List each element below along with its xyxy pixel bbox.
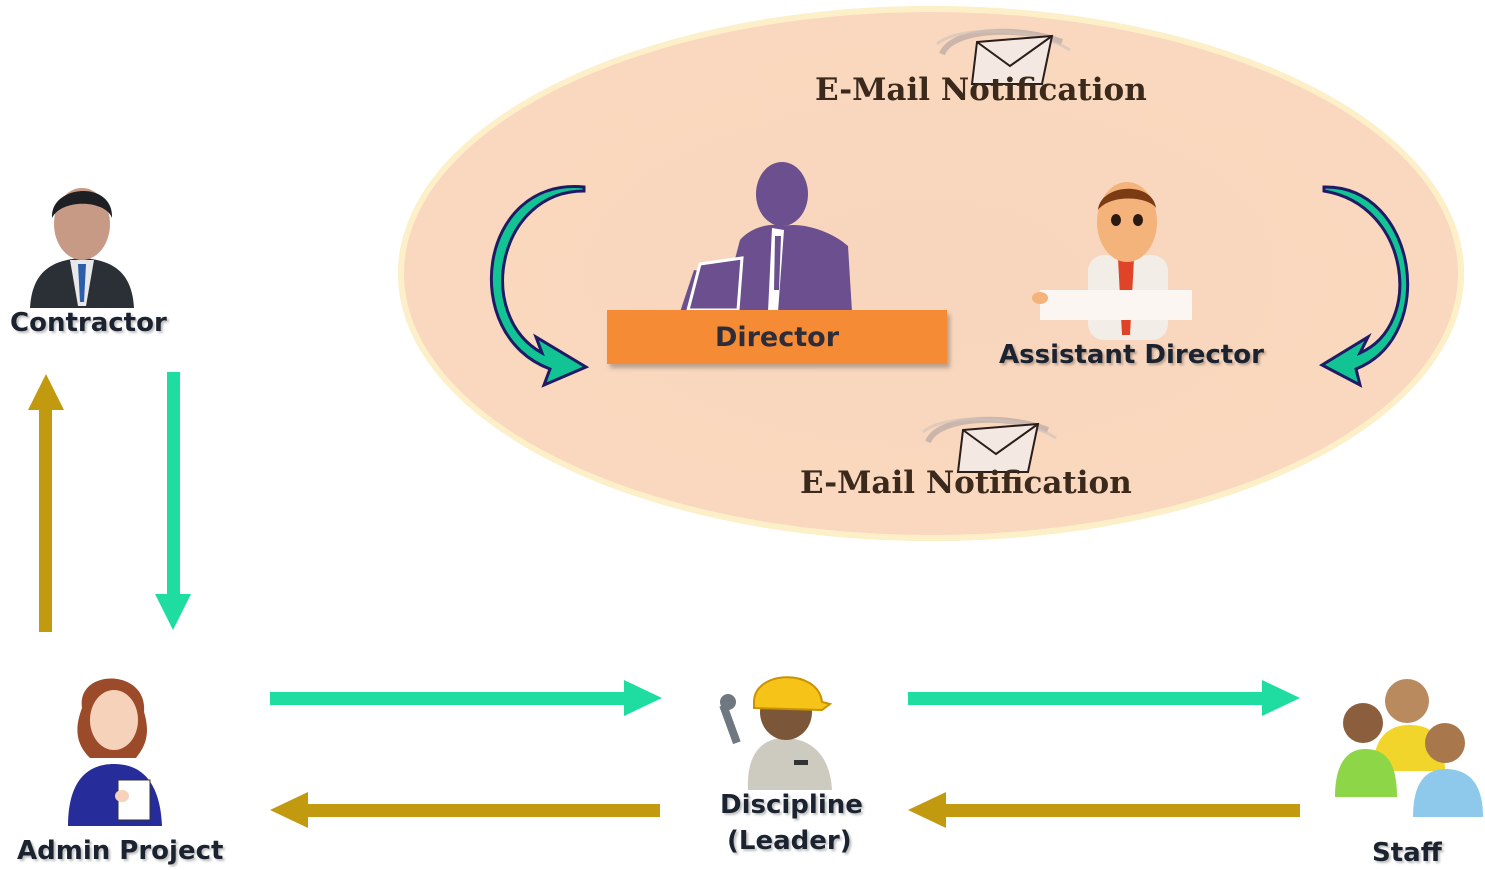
director-silhouette-icon xyxy=(680,162,852,312)
contractor-businessman-icon xyxy=(30,188,134,308)
admin-project-label: Admin Project xyxy=(17,836,224,866)
director-label: Director xyxy=(714,321,840,353)
email-notification-top-label: E-Mail Notification xyxy=(815,72,1147,108)
arrow-staff-to-discipline xyxy=(908,792,1300,828)
contractor-label: Contractor xyxy=(10,308,167,338)
discipline-label-line1: Discipline xyxy=(720,790,863,820)
approval-zone-ellipse xyxy=(398,6,1464,541)
director-node: Director xyxy=(607,310,947,364)
staff-label: Staff xyxy=(1372,838,1442,868)
email-notification-bottom-label: E-Mail Notification xyxy=(800,465,1132,501)
arrow-admin-to-contractor xyxy=(28,374,64,632)
curved-arrow-left-icon xyxy=(489,185,590,388)
admin-woman-icon xyxy=(68,678,162,826)
email-envelope-icon xyxy=(935,28,1071,85)
staff-group-icon xyxy=(1335,679,1483,817)
discipline-worker-icon xyxy=(719,676,833,790)
arrow-discipline-to-staff xyxy=(908,680,1300,716)
arrow-admin-to-discipline xyxy=(270,680,662,716)
assistant-director-label: Assistant Director xyxy=(999,340,1264,370)
assistant-director-icon xyxy=(1032,182,1192,340)
arrow-discipline-to-admin xyxy=(270,792,660,828)
discipline-label-line2: (Leader) xyxy=(727,826,852,856)
curved-arrow-right-icon xyxy=(1318,185,1410,388)
arrow-contractor-to-admin xyxy=(155,372,191,630)
email-envelope-icon xyxy=(921,416,1057,473)
